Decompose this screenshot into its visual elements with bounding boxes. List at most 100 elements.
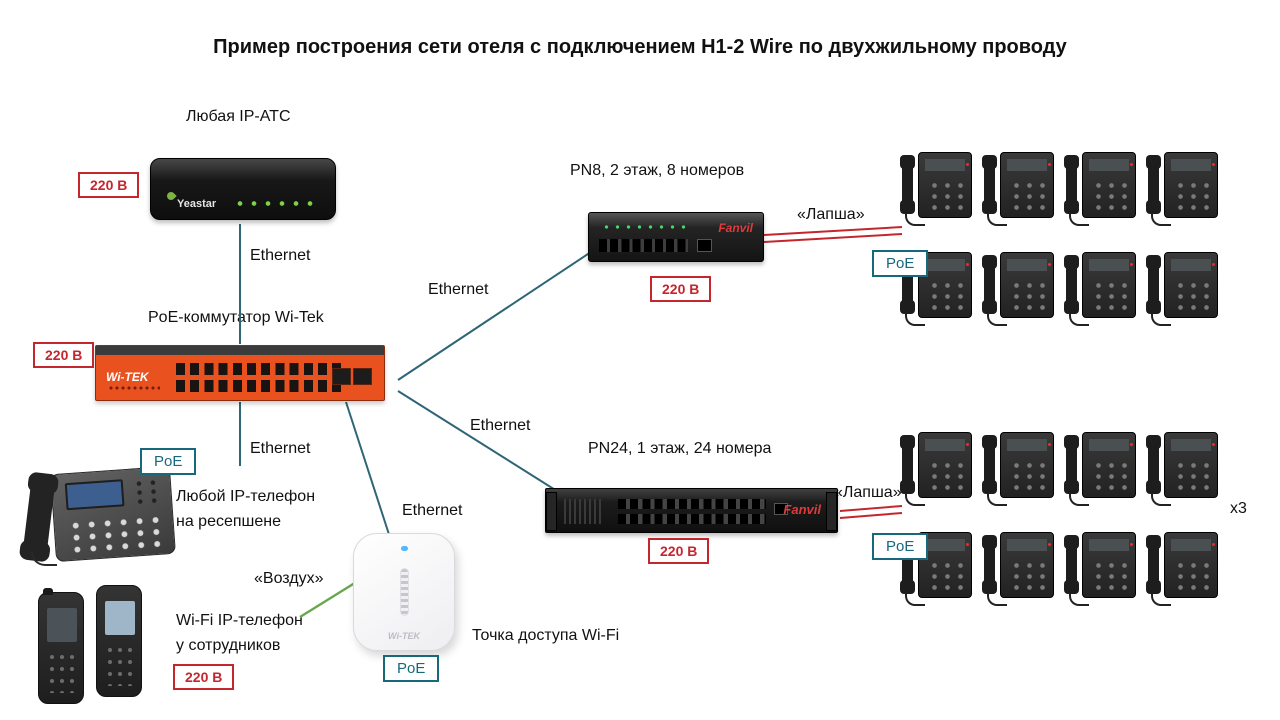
pn24-switch-device: Fanvil — [545, 488, 838, 533]
phone-keypad — [1090, 278, 1130, 313]
ethernet-line-switch-pn8 — [397, 245, 601, 381]
phone-screen — [925, 259, 969, 271]
hotel-ip-phone-icon — [1146, 528, 1220, 606]
switch-port-row-1 — [176, 363, 346, 375]
hotel-ip-phone-icon — [1064, 428, 1138, 506]
phone-screen — [1007, 259, 1051, 271]
phone-body — [1000, 532, 1054, 598]
fanvil-logo-pn24: Fanvil — [783, 502, 821, 517]
yeastar-logo: Yeastar — [165, 190, 216, 210]
lapsha-line-2b — [839, 512, 903, 519]
phone-body — [1164, 532, 1218, 598]
phone-handset-icon — [900, 155, 915, 214]
pn8-label: PN8, 2 этаж, 8 номеров — [570, 162, 745, 179]
phone-handset-icon — [1146, 535, 1161, 594]
phone-group-floor2 — [900, 148, 1220, 326]
switch-led-indicators — [108, 386, 160, 390]
pn24-label: PN24, 1 этаж, 24 номера — [588, 440, 772, 457]
handset-screen — [105, 601, 135, 635]
poe-switch-label: PoE-коммутатор Wi-Tek — [148, 309, 324, 326]
phone-keypad — [1008, 458, 1048, 493]
switch-sfp-ports — [332, 368, 372, 385]
pn24-port-row-1 — [618, 499, 766, 509]
ethernet-label-3: Ethernet — [250, 440, 311, 457]
phone-screen — [1089, 159, 1133, 171]
wifi-label-line1: Wi-Fi IP-телефон — [176, 612, 303, 629]
pn8-led-indicators — [601, 225, 687, 229]
page-title: Пример построения сети отеля с подключен… — [213, 36, 1067, 58]
phone-screen — [1007, 539, 1051, 551]
pn8-port-row — [599, 239, 688, 252]
hotel-ip-phone-icon — [1064, 148, 1138, 226]
poe-badge-deskphone: PoE — [140, 448, 197, 475]
phone-keypad — [1172, 178, 1212, 213]
ethernet-label-5: Ethernet — [402, 502, 463, 519]
hotel-ip-phone-icon — [982, 148, 1056, 226]
power-badge-switch: 220 В — [33, 342, 95, 368]
hotel-ip-phone-icon — [982, 528, 1056, 606]
lapsha-line-1b — [763, 233, 903, 243]
phone-body — [1164, 432, 1218, 498]
power-badge-pn24: 220 В — [648, 538, 710, 564]
phone-handset-icon — [1064, 435, 1079, 494]
phone-group-floor1 — [900, 428, 1220, 606]
phone-screen — [925, 159, 969, 171]
phone-body — [918, 152, 972, 218]
phone-body — [1164, 252, 1218, 318]
phone-keypad — [1090, 558, 1130, 593]
reception-label-line1: Любой IP-телефон — [176, 488, 316, 505]
phone-handset-icon — [982, 435, 997, 494]
ethernet-line-switch-pn24 — [397, 390, 569, 499]
phone-body — [1082, 252, 1136, 318]
phone-keypad — [1008, 178, 1048, 213]
hotel-ip-phone-icon — [900, 148, 974, 226]
phone-screen — [1171, 439, 1215, 451]
deskphone-body — [50, 465, 176, 563]
phone-keypad — [1172, 458, 1212, 493]
handset-keypad — [47, 651, 77, 693]
phone-screen — [925, 439, 969, 451]
phone-screen — [1007, 439, 1051, 451]
phone-handset-icon — [1146, 435, 1161, 494]
power-badge-pn8: 220 В — [650, 276, 712, 302]
pn24-uplink-port — [774, 503, 788, 515]
phone-handset-icon — [982, 535, 997, 594]
phone-handset-icon — [1064, 535, 1079, 594]
air-label: «Воздух» — [254, 570, 324, 587]
phone-handset-icon — [1146, 155, 1161, 214]
power-badge-pbx: 220 В — [78, 172, 140, 198]
phone-body — [1000, 152, 1054, 218]
phone-keypad — [1008, 558, 1048, 593]
witek-logo: Wi-TEK — [106, 370, 149, 384]
hotel-ip-phone-icon — [982, 428, 1056, 506]
wifi-handset-2 — [96, 585, 142, 697]
phone-screen — [1089, 259, 1133, 271]
deskphone-keypad — [67, 513, 166, 555]
phone-body — [1082, 152, 1136, 218]
handset-keypad — [105, 644, 135, 686]
phone-screen — [1089, 439, 1133, 451]
ethernet-label-4: Ethernet — [470, 417, 531, 434]
phone-body — [1000, 432, 1054, 498]
phone-body — [1000, 252, 1054, 318]
phone-keypad — [926, 178, 966, 213]
poe-badge-pn24: PoE — [872, 533, 929, 560]
phone-keypad — [1090, 178, 1130, 213]
phone-keypad — [926, 458, 966, 493]
ap-label: Точка доступа Wi-Fi — [472, 627, 620, 644]
phone-handset-icon — [982, 155, 997, 214]
phone-handset-icon — [1064, 255, 1079, 314]
ethernet-label-1: Ethernet — [250, 247, 311, 264]
phone-screen — [1089, 539, 1133, 551]
hotel-ip-phone-icon — [1064, 528, 1138, 606]
switch-port-row-2 — [176, 380, 346, 392]
pn24-vents — [564, 499, 604, 524]
phone-handset-icon — [1064, 155, 1079, 214]
ethernet-label-2: Ethernet — [428, 281, 489, 298]
reception-label-line2: на ресепшене — [176, 513, 282, 530]
ap-vent-slot — [400, 568, 409, 616]
phone-screen — [1171, 539, 1215, 551]
lapsha-label-1: «Лапша» — [797, 206, 865, 223]
